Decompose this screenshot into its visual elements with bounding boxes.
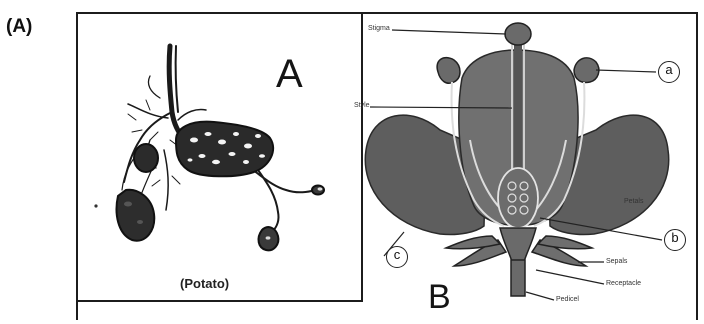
- circle-tag-c: c: [386, 246, 408, 268]
- label-style: Style: [354, 102, 370, 109]
- stray-dot: [94, 204, 97, 207]
- label-pedicel: Pedicel: [556, 296, 579, 303]
- label-receptacle: Receptacle: [606, 280, 641, 287]
- stigma-shape: [505, 23, 531, 45]
- label-petals: Petals: [624, 198, 643, 205]
- circle-tag-b: b: [664, 229, 686, 251]
- panel-a-caption: (Potato): [180, 276, 229, 291]
- pedicel-shape: [511, 260, 525, 296]
- label-sepals: Sepals: [606, 258, 627, 265]
- potato-tubers: [117, 122, 324, 251]
- ovary: [498, 168, 538, 228]
- panel-a-letter: A: [276, 52, 303, 97]
- flower-illustration: [365, 23, 668, 296]
- circle-tag-a: a: [658, 61, 680, 83]
- label-stigma: Stigma: [368, 25, 390, 32]
- panel-b-letter: B: [428, 278, 451, 317]
